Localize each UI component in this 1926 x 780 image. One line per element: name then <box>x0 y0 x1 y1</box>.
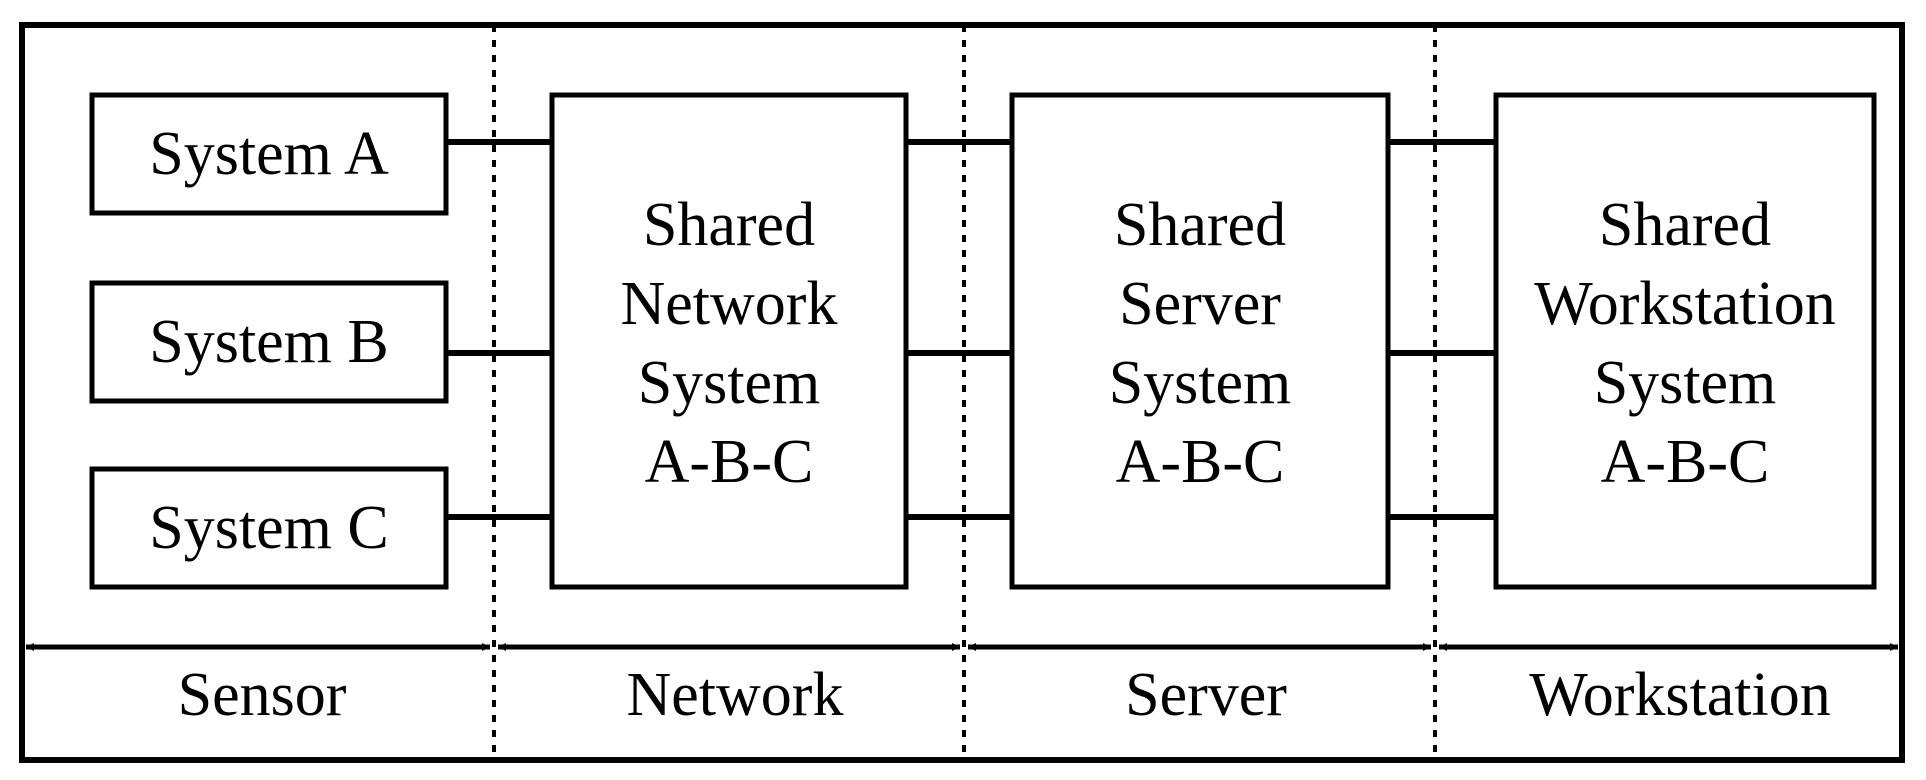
zone-label-network: Network <box>627 661 844 729</box>
zone-label-workstation: Workstation <box>1529 661 1831 729</box>
shared-workstation-line-2: Workstation <box>1534 270 1836 338</box>
system-a-label: System A <box>149 120 389 188</box>
shared-server-line-1: Shared <box>1114 191 1286 259</box>
system-c-label: System C <box>149 494 388 562</box>
shared-server-line-2: Server <box>1119 270 1281 338</box>
shared-network-line-4: A-B-C <box>645 428 814 496</box>
shared-workstation-line-4: A-B-C <box>1601 428 1770 496</box>
shared-workstation-box: Shared Workstation System A-B-C <box>1493 92 1877 590</box>
shared-server-line-3: System <box>1109 349 1292 417</box>
system-b-box: System B <box>89 280 449 404</box>
shared-workstation-line-1: Shared <box>1599 191 1771 259</box>
zone-label-sensor: Sensor <box>178 661 347 729</box>
shared-server-line-4: A-B-C <box>1116 428 1285 496</box>
system-c-box: System C <box>89 466 449 590</box>
zone-label-server: Server <box>1125 661 1287 729</box>
shared-network-line-3: System <box>638 349 821 417</box>
shared-network-line-2: Network <box>621 270 838 338</box>
shared-network-line-1: Shared <box>643 191 815 259</box>
shared-server-box: Shared Server System A-B-C <box>1009 92 1391 590</box>
shared-workstation-line-3: System <box>1594 349 1777 417</box>
system-a-box: System A <box>89 92 449 216</box>
system-b-label: System B <box>149 308 388 376</box>
shared-network-box: Shared Network System A-B-C <box>549 92 909 590</box>
